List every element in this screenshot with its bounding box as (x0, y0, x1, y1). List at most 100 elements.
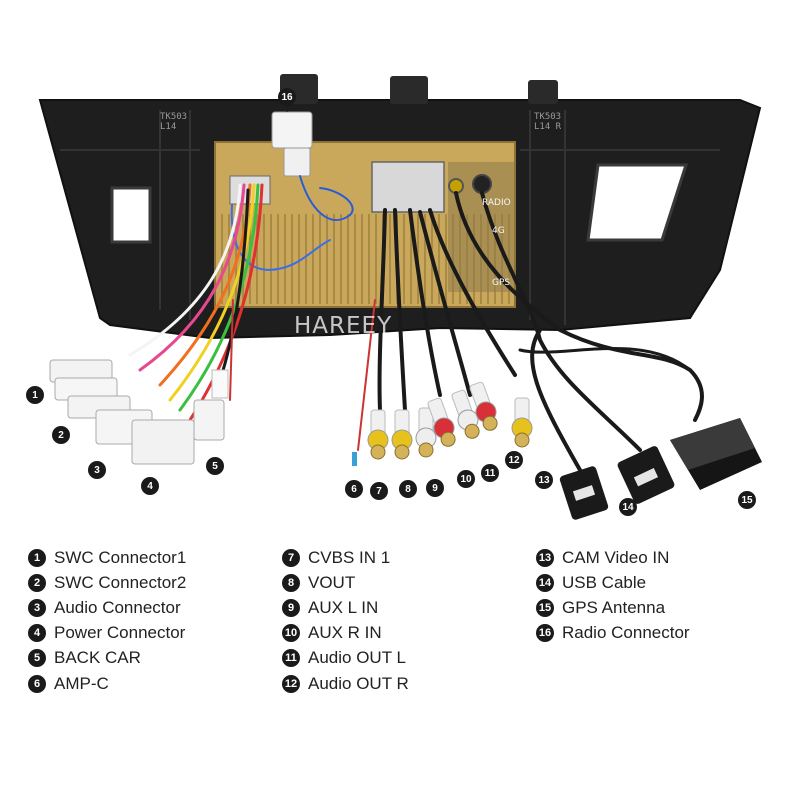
legend-label: SWC Connector2 (54, 572, 187, 592)
legend-label: BACK CAR (54, 648, 141, 668)
rca-plug (469, 381, 498, 431)
brand-watermark: HAREEY (294, 313, 393, 339)
usb-cable (559, 446, 675, 520)
radio-connector (271, 111, 313, 149)
callout-7: 7 (370, 482, 388, 500)
legend-label: Power Connector (54, 623, 186, 643)
callout-13: 13 (535, 471, 553, 489)
legend-item: 7 CVBS IN 1 (282, 545, 409, 570)
legend-badge: 15 (536, 598, 554, 617)
legend-label: AMP-C (54, 673, 109, 693)
legend-column-1: 1 SWC Connector1 2 SWC Connector2 3 Audio C… (28, 545, 186, 696)
callout-4: 4 (141, 477, 159, 495)
legend-badge: 1 (28, 548, 46, 567)
callout-9: 9 (426, 479, 444, 497)
legend-badge: 10 (282, 624, 300, 643)
silkscreen-left: TK503 L14 (160, 112, 187, 132)
amp-c-wire-end (352, 452, 357, 466)
legend-badge: 16 (536, 624, 554, 643)
legend-item: 3 Audio Connector (28, 595, 186, 620)
harness-connectors (49, 359, 229, 465)
rca-plug (391, 409, 413, 460)
callout-10: 10 (457, 470, 475, 488)
head-unit-rear-view (38, 74, 762, 520)
rca-plugs (367, 381, 533, 460)
legend-item: 9 AUX L IN (282, 595, 409, 620)
silkscreen-text: L14 R (534, 122, 562, 132)
callout-5: 5 (206, 457, 224, 475)
rca-plug (427, 397, 456, 447)
legend-column-2: 7 CVBS IN 1 8 VOUT 9 AUX L IN 10 AUX R IN 11… (282, 545, 409, 696)
legend-label: CAM Video IN (562, 547, 670, 567)
legend-badge: 5 (28, 649, 46, 668)
legend-badge: 4 (28, 624, 46, 643)
legend-item: 4 Power Connector (28, 621, 186, 646)
callout-3: 3 (88, 461, 106, 479)
legend-badge: 12 (282, 674, 300, 693)
legend-label: Audio Connector (54, 597, 181, 617)
legend-badge: 6 (28, 674, 46, 693)
legend-badge: 8 (282, 573, 300, 592)
legend-item: 14 USB Cable (536, 570, 690, 595)
gps-socket (472, 174, 492, 194)
port-label-gps: GPS (492, 278, 511, 288)
legend-label: AUX R IN (308, 623, 382, 643)
product-illustration: HAREEY TK503 L14 TK503 L14 R RADIO 4G GP… (26, 74, 762, 520)
housing-cutout-left (110, 186, 152, 244)
callout-16: 16 (278, 88, 296, 106)
callout-8: 8 (399, 480, 417, 498)
legend-item: 10 AUX R IN (282, 621, 409, 646)
mount-clip (390, 76, 428, 104)
legend-badge: 14 (536, 573, 554, 592)
legend-item: 12 Audio OUT R (282, 671, 409, 696)
silkscreen-text: TK503 (534, 112, 562, 122)
port-label-radio: RADIO (482, 198, 511, 208)
radio-connector (283, 147, 311, 177)
legend-item: 15 GPS Antenna (536, 595, 690, 620)
legend-item: 2 SWC Connector2 (28, 570, 186, 595)
callout-15: 15 (738, 491, 756, 509)
legend-label: Audio OUT L (308, 648, 406, 668)
legend-label: AUX L IN (308, 597, 379, 617)
callout-12: 12 (505, 451, 523, 469)
legend-label: GPS Antenna (562, 597, 666, 617)
legend-badge: 3 (28, 598, 46, 617)
legend-item: 5 BACK CAR (28, 646, 186, 671)
legend-item: 8 VOUT (282, 570, 409, 595)
legend-column-3: 13 CAM Video IN 14 USB Cable 15 GPS Antenna… (536, 545, 690, 646)
legend-label: Radio Connector (562, 623, 690, 643)
radio-socket (448, 178, 464, 194)
legend-badge: 9 (282, 598, 300, 617)
legend-item: 1 SWC Connector1 (28, 545, 186, 570)
legend-badge: 2 (28, 573, 46, 592)
legend-item: 13 CAM Video IN (536, 545, 690, 570)
mount-clip (528, 80, 558, 104)
legend-badge: 7 (282, 548, 300, 567)
callout-6: 6 (345, 480, 363, 498)
legend-label: USB Cable (562, 572, 647, 592)
rca-plug (511, 397, 533, 448)
legend-label: SWC Connector1 (54, 547, 187, 567)
port-label-4g: 4G (492, 226, 505, 236)
housing-cutout-right (586, 163, 689, 242)
callout-2: 2 (52, 426, 70, 444)
legend-badge: 11 (282, 649, 300, 668)
legend-item: 11 Audio OUT L (282, 646, 409, 671)
silkscreen-text: L14 (160, 122, 177, 132)
callout-11: 11 (481, 464, 499, 482)
legend-label: CVBS IN 1 (308, 547, 391, 567)
legend-item: 6 AMP-C (28, 671, 186, 696)
callout-14: 14 (619, 498, 637, 516)
rca-plug (367, 409, 389, 460)
legend-badge: 13 (536, 548, 554, 567)
legend-item: 16 Radio Connector (536, 621, 690, 646)
silkscreen-right: TK503 L14 R (534, 112, 561, 132)
legend-label: Audio OUT R (308, 673, 409, 693)
callout-1: 1 (26, 386, 44, 404)
rca-plug (451, 389, 480, 439)
legend-label: VOUT (308, 572, 356, 592)
rca-plug (415, 407, 437, 458)
connector-block (371, 161, 445, 213)
silkscreen-text: TK503 (160, 112, 188, 122)
gps-antenna (670, 418, 762, 490)
